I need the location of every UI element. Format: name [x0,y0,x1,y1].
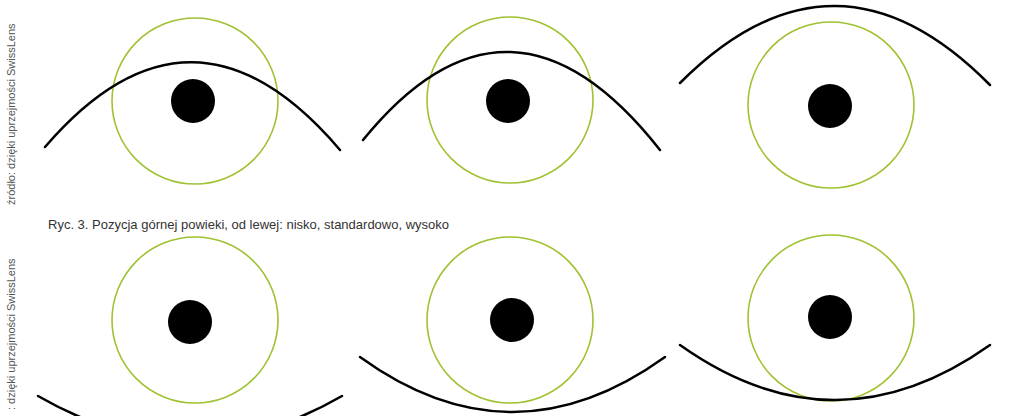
pupil [490,298,534,342]
lens-outline [112,237,278,403]
lens-outline [427,17,593,183]
lower-eyelid [360,357,665,412]
upper-eyelid [680,6,990,85]
pupil [486,79,530,123]
lower-eyelid [38,396,342,416]
lens-outline [112,18,278,184]
lower-eyelid [680,345,990,400]
pupil [808,84,852,128]
lens-outline [748,22,914,188]
figure-caption: Ryc. 3. Pozycja górnej powieki, od lewej… [48,217,449,233]
pupil [168,300,212,344]
lens-outline [427,237,593,403]
upper-eyelid [363,52,660,150]
source-note: : dzięki uprzejmości SwissLens [5,258,18,410]
upper-eyelid [45,62,340,150]
pupil [171,79,215,123]
lens-outline [748,235,914,401]
source-note: źródło: dzięki uprzejmości SwissLens [5,23,18,205]
pupil [808,295,852,339]
